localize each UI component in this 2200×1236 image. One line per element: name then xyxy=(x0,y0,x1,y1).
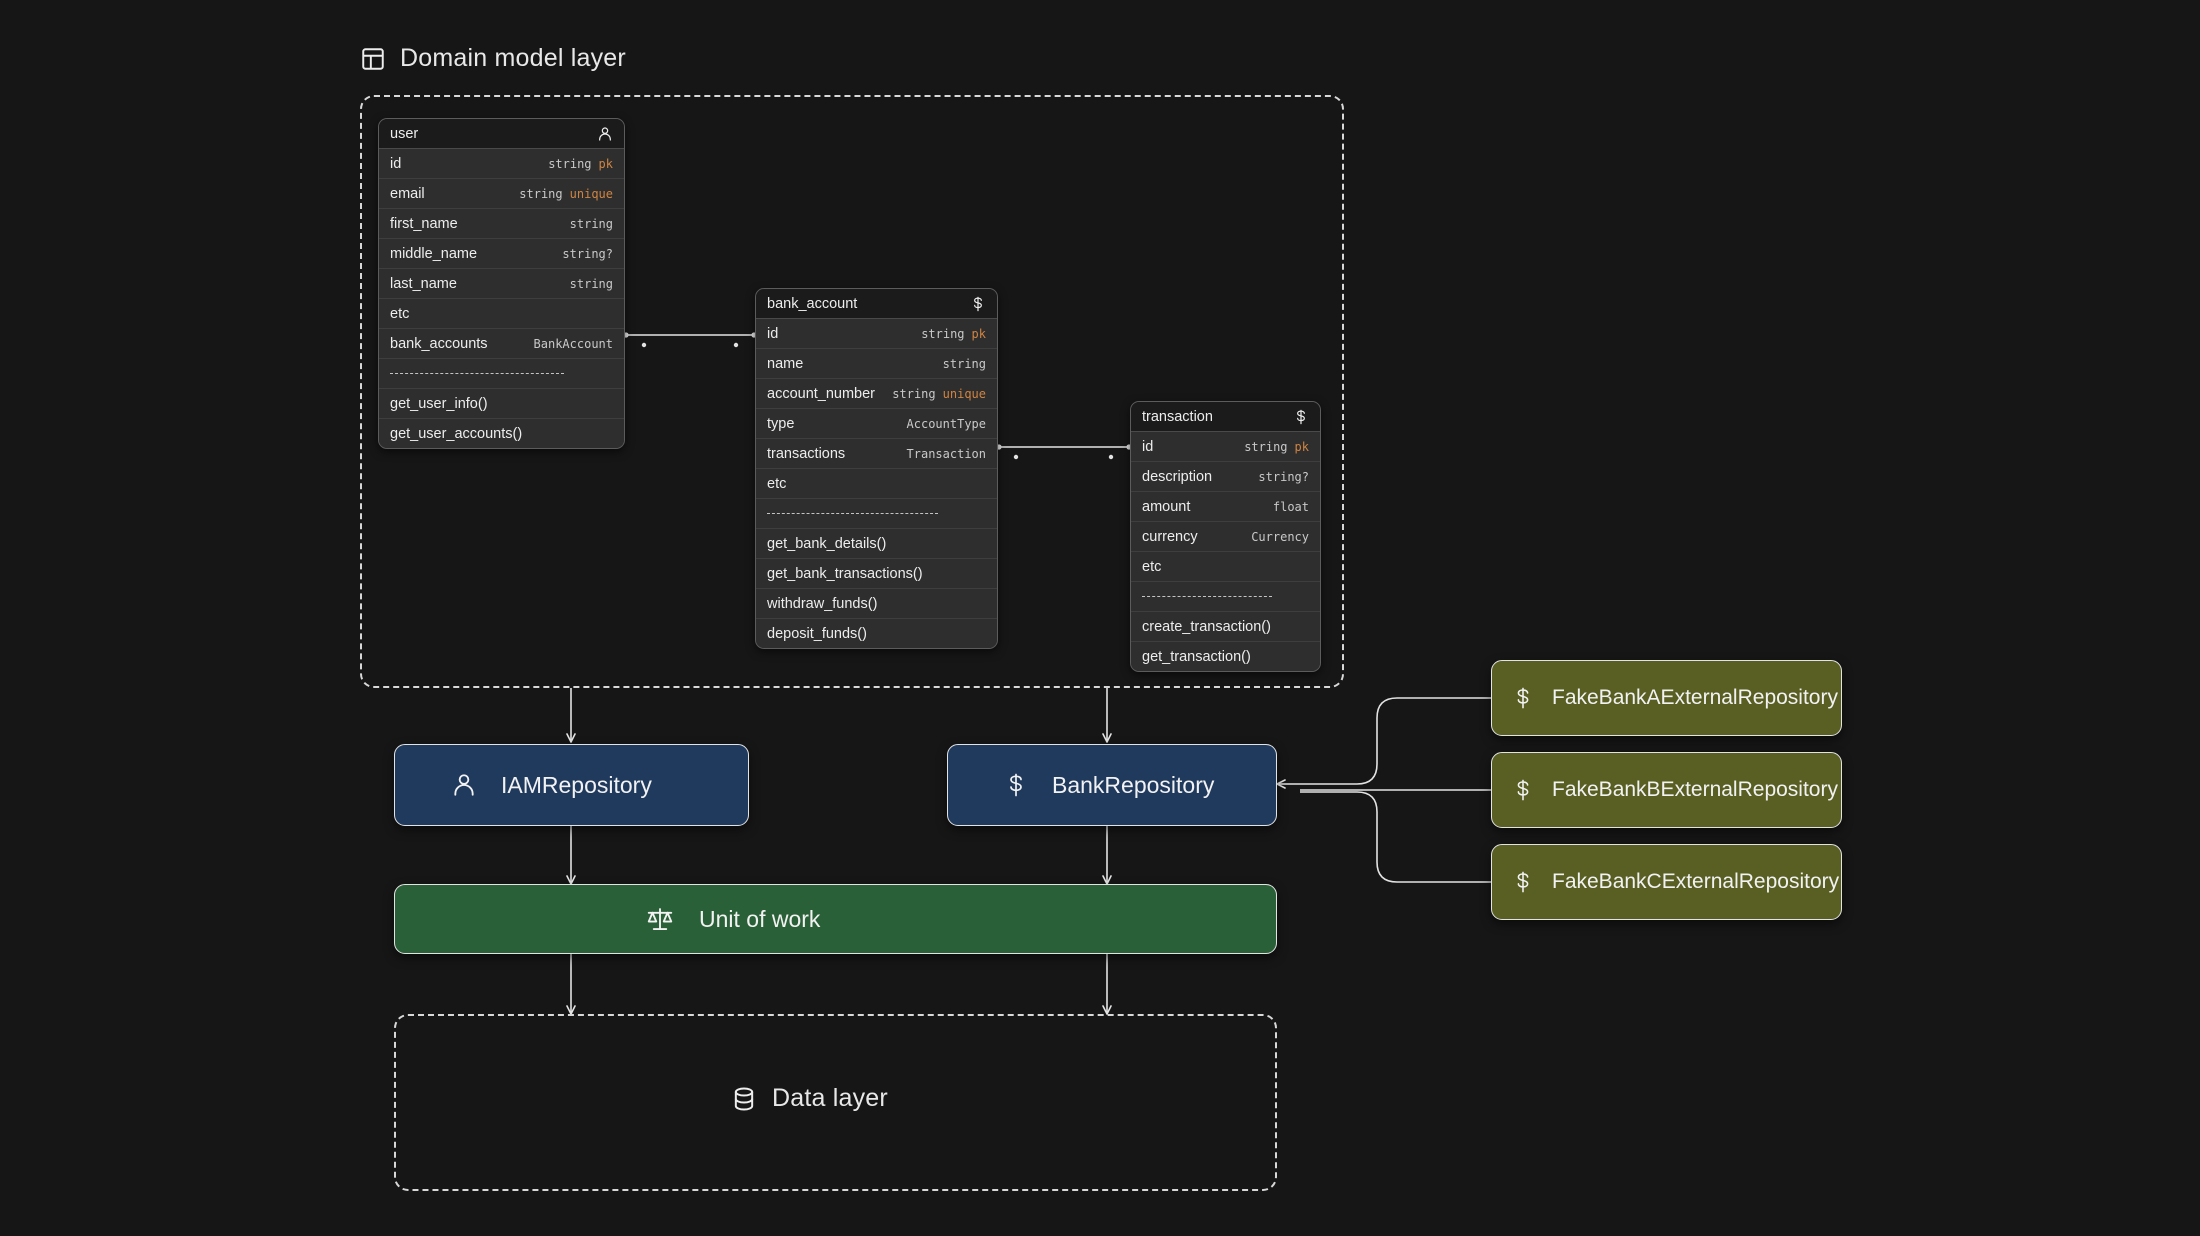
entity-transaction-field: description string? xyxy=(1131,462,1320,492)
node-fakebank-c-external-repository[interactable]: FakeBankCExternalRepository xyxy=(1491,844,1842,920)
entity-transaction-method: get_transaction() xyxy=(1131,642,1320,671)
entity-transaction-header: transaction xyxy=(1131,402,1320,432)
entity-bank-account-field: type AccountType xyxy=(756,409,997,439)
dollar-icon xyxy=(1293,408,1309,426)
node-fakebank-a-label: FakeBankAExternalRepository xyxy=(1552,686,1838,709)
data-layer-title: Data layer xyxy=(772,1084,888,1112)
database-icon xyxy=(730,1085,758,1113)
entity-transaction-separator xyxy=(1131,582,1320,612)
entity-user-field: last_name string xyxy=(379,269,624,299)
entity-bank-account-method: deposit_funds() xyxy=(756,619,997,648)
entity-transaction-field: currency Currency xyxy=(1131,522,1320,552)
wire-fakebankC-to-bank xyxy=(1300,791,1491,883)
scales-icon xyxy=(645,904,675,934)
node-bank-repository[interactable]: BankRepository xyxy=(947,744,1277,826)
person-icon xyxy=(597,126,613,142)
person-icon xyxy=(451,772,477,798)
entity-bank-account-method: get_bank_transactions() xyxy=(756,559,997,589)
entity-bank-account-header: bank_account xyxy=(756,289,997,319)
node-fakebank-c-label: FakeBankCExternalRepository xyxy=(1552,870,1840,893)
entity-user-field: middle_name string? xyxy=(379,239,624,269)
node-iam-repository-label: IAMRepository xyxy=(501,771,652,798)
data-layer-header: Data layer xyxy=(730,1084,888,1113)
entity-bank-account-title: bank_account xyxy=(767,295,858,312)
layout-panel-icon xyxy=(360,46,386,72)
domain-layer-title: Domain model layer xyxy=(400,44,626,72)
dollar-icon xyxy=(1512,684,1534,712)
dollar-icon xyxy=(1512,776,1534,804)
node-bank-repository-label: BankRepository xyxy=(1052,771,1215,798)
entity-user-method: get_user_info() xyxy=(379,389,624,419)
entity-bank-account-separator xyxy=(756,499,997,529)
entity-user-header: user xyxy=(379,119,624,149)
entity-user-separator xyxy=(379,359,624,389)
node-fakebank-b-label: FakeBankBExternalRepository xyxy=(1552,778,1838,801)
entity-user-title: user xyxy=(390,125,419,142)
entity-transaction-method: create_transaction() xyxy=(1131,612,1320,642)
entity-bank-account-field: transactions Transaction xyxy=(756,439,997,469)
entity-user-field: bank_accounts BankAccount xyxy=(379,329,624,359)
node-unit-of-work-label: Unit of work xyxy=(699,905,821,932)
entity-bank-account-field: name string xyxy=(756,349,997,379)
dollar-icon xyxy=(970,295,986,313)
domain-layer-header: Domain model layer xyxy=(360,44,626,73)
entity-user-method: get_user_accounts() xyxy=(379,419,624,448)
domain-layer-container xyxy=(360,95,1344,688)
entity-bank-account-method: get_bank_details() xyxy=(756,529,997,559)
dollar-icon xyxy=(1004,770,1028,800)
entity-transaction-field: amount float xyxy=(1131,492,1320,522)
entity-bank-account-method: withdraw_funds() xyxy=(756,589,997,619)
entity-bank-account-field: etc xyxy=(756,469,997,499)
node-fakebank-a-external-repository[interactable]: FakeBankAExternalRepository xyxy=(1491,660,1842,736)
node-iam-repository[interactable]: IAMRepository xyxy=(394,744,749,826)
data-layer-container xyxy=(394,1014,1277,1191)
entity-transaction-field: etc xyxy=(1131,552,1320,582)
node-unit-of-work[interactable]: Unit of work xyxy=(394,884,1277,954)
node-fakebank-b-external-repository[interactable]: FakeBankBExternalRepository xyxy=(1491,752,1842,828)
dollar-icon xyxy=(1512,868,1534,896)
wire-fakebankA-to-bank xyxy=(1276,697,1491,789)
entity-transaction-title: transaction xyxy=(1142,408,1213,425)
entity-user-field: first_name string xyxy=(379,209,624,239)
entity-user-field: etc xyxy=(379,299,624,329)
